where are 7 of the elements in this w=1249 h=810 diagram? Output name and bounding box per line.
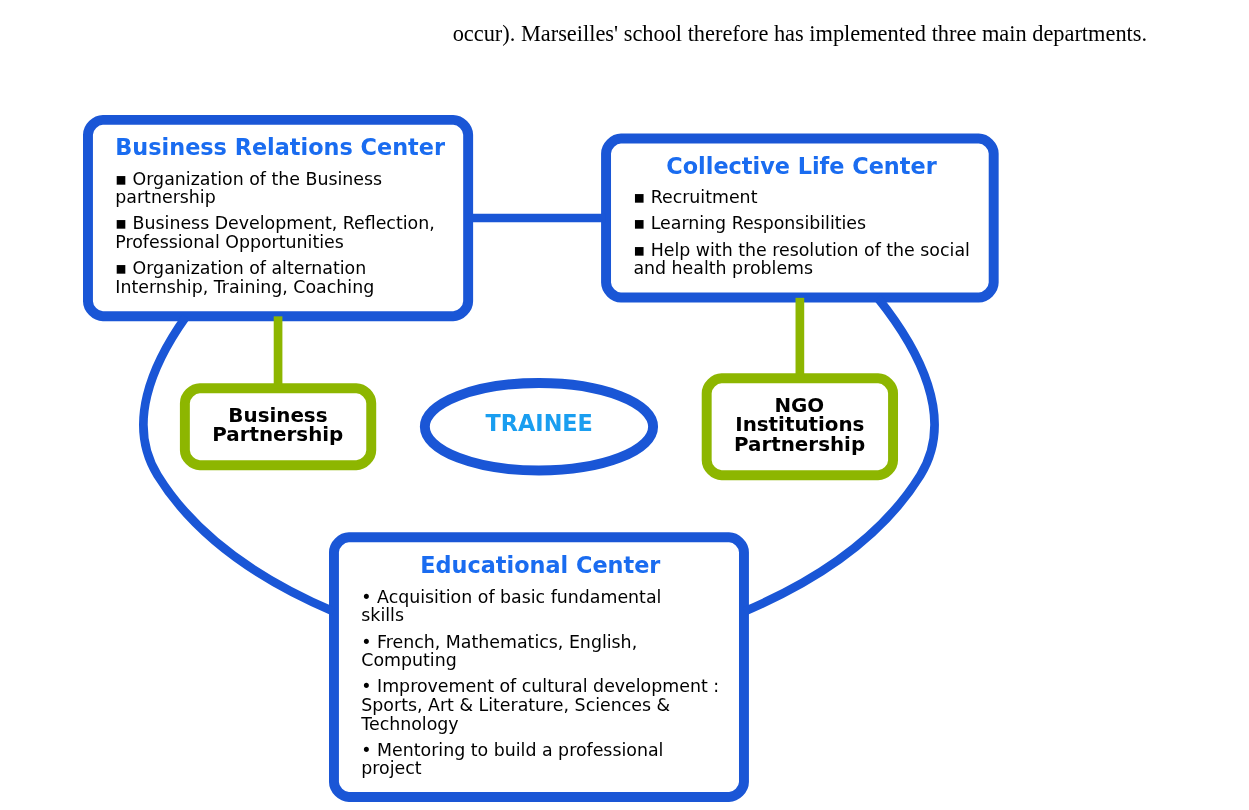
node-box: Business Partnership bbox=[179, 383, 376, 471]
node-box: Business Relations Center ▪ Organization of the Business partnership ▪ Business Development, Reflection, Professional Opportunities ▪ Organization of alternation Internship, Training, Coaching bbox=[82, 114, 473, 322]
node-ellipse: TRAINEE bbox=[419, 378, 658, 476]
node-box: Collective Life Center ▪ Recruitment ▪ Learning Responsibilities ▪ Help with the resolution of the social and health problems bbox=[600, 133, 999, 303]
node-box: Educational Center • Acquisition of basic fundamental skills • French, Mathematics, English, Computing • Improvement of cultural development : Sports, Art & Literature, Sciences & Technology • Mentoring to build a professional project bbox=[328, 532, 749, 802]
node-box: NGO Institutions Partnership bbox=[701, 373, 898, 481]
label: occur). Marseilles' school therefore has implemented three main departments. bbox=[452, 20, 1147, 46]
